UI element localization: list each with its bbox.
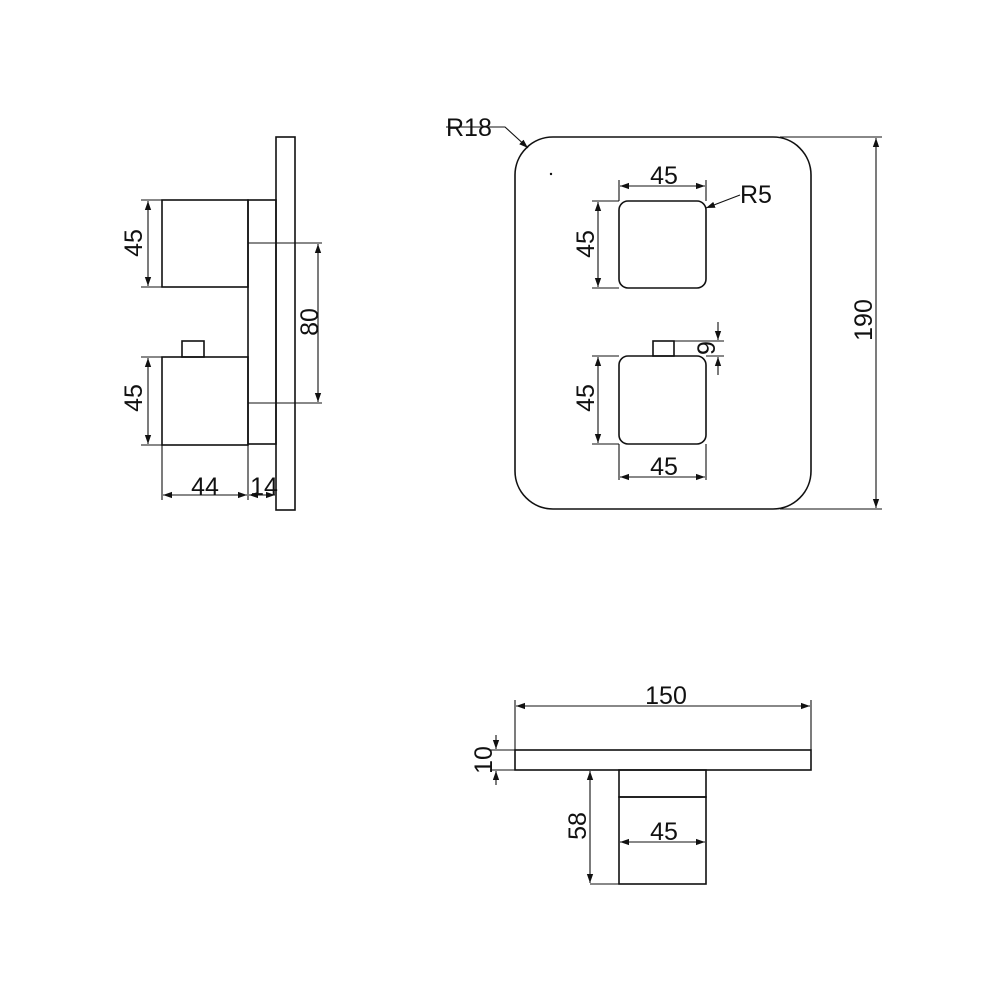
side-body: [247, 199, 277, 445]
side-lower-handle: [161, 356, 249, 446]
dim-plate-height: 190: [850, 299, 878, 341]
side-view: 45 45 80 44 14: [120, 136, 324, 511]
front-upper-handle: [618, 200, 707, 289]
dim-plate-width: 150: [645, 682, 687, 710]
front-view: R18 R5 45 45 45 45 9 190: [446, 114, 882, 510]
side-plate: [275, 136, 296, 511]
dim-handle-projection: 58: [564, 812, 592, 840]
dim-front-lower-handle-height: 45: [572, 384, 600, 412]
side-indicator: [181, 340, 205, 358]
front-indicator: [652, 340, 675, 357]
label-corner-radius: R18: [446, 114, 492, 142]
top-view: 150 10 58 45: [470, 682, 812, 885]
top-handle: [618, 796, 707, 885]
dim-lower-handle-width: 45: [650, 453, 678, 481]
leader-handle-corner-radius: [705, 194, 741, 209]
dim-upper-handle-height: 45: [120, 229, 148, 257]
dim-body-depth: 14: [250, 473, 278, 501]
leader-corner-radius: [446, 126, 529, 149]
dim-plate-thickness: 10: [470, 746, 498, 774]
dim-front-upper-handle-height: 45: [572, 230, 600, 258]
front-lower-handle: [618, 355, 707, 445]
label-handle-corner-radius: R5: [740, 181, 772, 209]
dim-top-handle-width: 45: [650, 818, 678, 846]
dim-handle-depth: 44: [191, 473, 219, 501]
dim-handle-spacing: 80: [296, 308, 324, 336]
top-plate: [514, 749, 812, 771]
dim-upper-handle-width: 45: [650, 162, 678, 190]
top-body: [618, 769, 707, 798]
side-upper-handle: [161, 199, 249, 288]
dim-lower-handle-height: 45: [120, 384, 148, 412]
front-plate: [514, 136, 812, 510]
dim-indicator-height: 9: [693, 341, 721, 355]
